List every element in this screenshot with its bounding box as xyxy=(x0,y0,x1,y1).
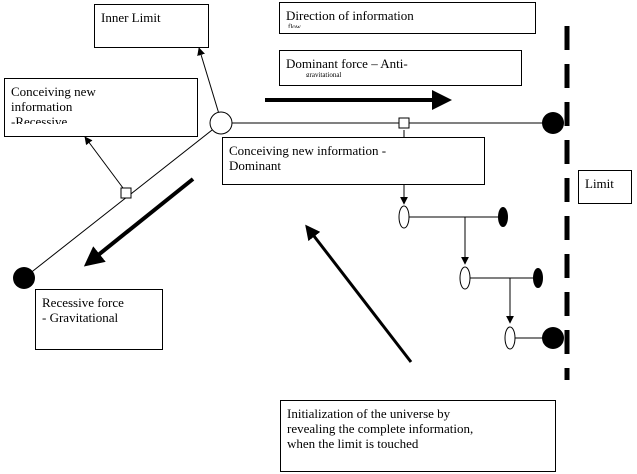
recessive-force-box: Recessive force - Gravitational xyxy=(35,289,163,350)
conceiving-recessive-line-2: information xyxy=(11,99,73,114)
conceiving-recessive-line-1: Conceiving new xyxy=(11,84,96,99)
dominant-force-box: Dominant force – Anti- gravitational xyxy=(279,50,522,86)
direction-box: Direction of information flow xyxy=(279,2,536,34)
conceiving-recessive-line-3: -Recessive xyxy=(11,114,68,124)
cascade-2-filled-ellipse xyxy=(533,268,543,288)
recessive-force-thick-arrow xyxy=(83,177,195,267)
origin-open-circle xyxy=(209,111,233,135)
cascade-2-open-ellipse xyxy=(459,266,471,290)
cascade-3-end-filled-circle xyxy=(542,327,564,349)
recessive-end-filled-circle xyxy=(13,267,35,289)
initialization-line-3: when the limit is touched xyxy=(287,436,419,451)
conceiving-dominant-line-2: Dominant xyxy=(229,158,281,173)
inner-limit-box: Inner Limit xyxy=(94,4,209,48)
initialization-line-1: Initialization of the universe by xyxy=(287,406,451,421)
recessive-force-line-1: Recessive force xyxy=(42,295,124,310)
cascade-1-open-ellipse xyxy=(398,205,410,229)
limit-box: Limit xyxy=(578,170,632,204)
direction-label-line-2: flow xyxy=(288,23,301,28)
dominant-force-label-line-2: gravitational xyxy=(306,71,342,77)
conceiving-dominant-line-1: Conceiving new information - xyxy=(229,143,387,158)
conceiving-recessive-arrow xyxy=(84,136,124,189)
recessive-diagonal-line xyxy=(23,122,222,279)
conceiving-recessive-box: Conceiving new information -Recessive xyxy=(4,78,198,137)
conceiving-dominant-box: Conceiving new information - Dominant xyxy=(222,137,485,185)
recessive-force-line-2: - Gravitational xyxy=(42,310,119,325)
dominant-junction-square xyxy=(398,117,410,129)
dominant-force-label-line-1: Dominant force – Anti- xyxy=(286,56,408,71)
initialization-box: Initialization of the universe by reveal… xyxy=(280,400,556,472)
initialization-line-2: revealing the complete information, xyxy=(287,421,474,436)
direction-label-line-1: Direction of information xyxy=(286,8,414,23)
cascade-1-filled-ellipse xyxy=(498,207,508,227)
inner-limit-arrow xyxy=(197,47,220,115)
initialization-diagonal-arrow xyxy=(305,224,413,363)
limit-label: Limit xyxy=(585,176,614,191)
inner-limit-label: Inner Limit xyxy=(101,10,161,25)
main-line-end-filled-circle xyxy=(542,112,564,134)
cascade-3-open-ellipse xyxy=(504,326,516,350)
recessive-junction-square xyxy=(120,187,132,199)
